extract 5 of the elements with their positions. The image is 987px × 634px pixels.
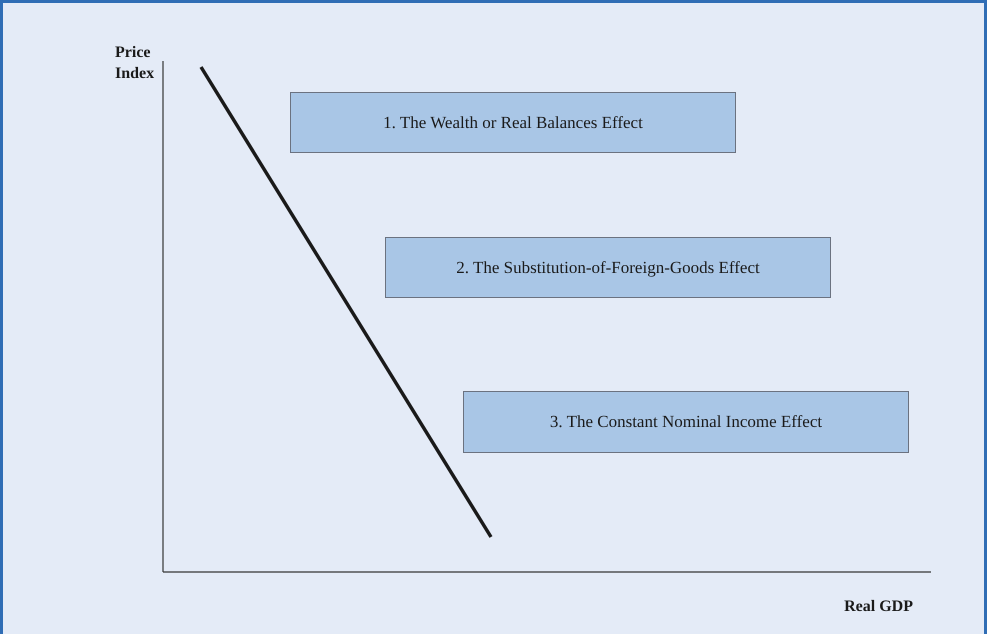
axis-label: Real GDP (843, 597, 913, 617)
effect-box: 1. The Wealth or Real Balances Effect (290, 92, 736, 153)
axis-label: Price Index (115, 43, 156, 84)
effect-box: 2. The Substitution-of-Foreign-Goods Effect (385, 237, 831, 298)
effect-box: 3. The Constant Nominal Income Effect (463, 391, 909, 453)
